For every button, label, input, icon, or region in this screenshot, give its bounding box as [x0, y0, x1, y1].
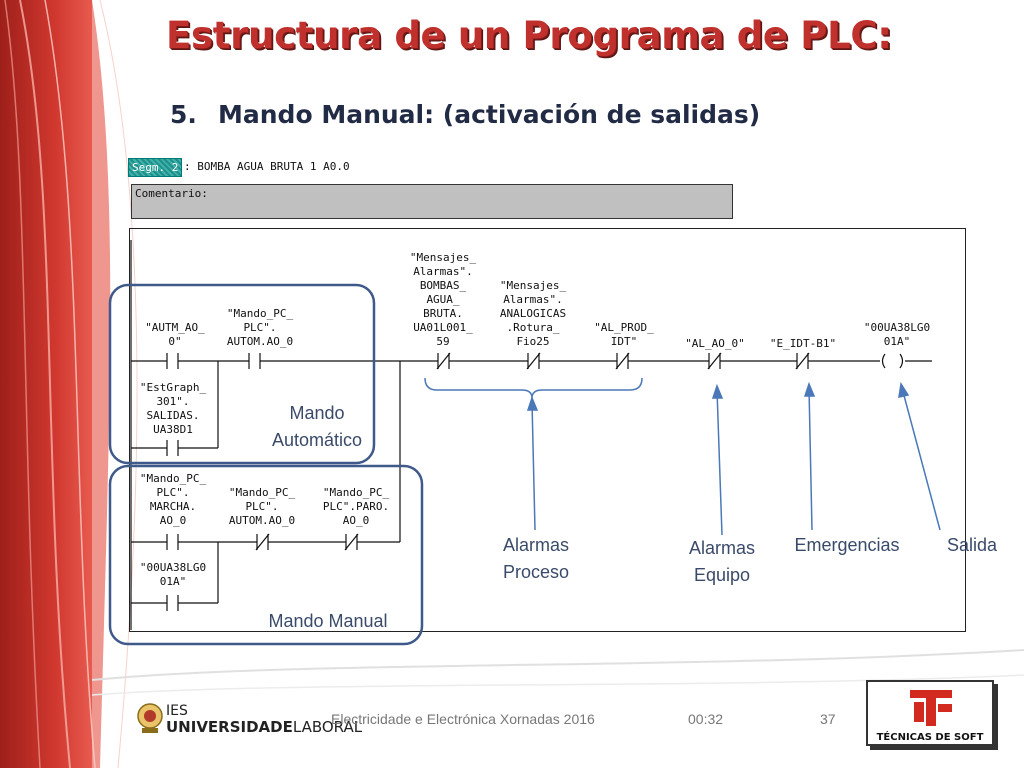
subtitle-number: 5. — [170, 100, 197, 129]
ladder-diagram-frame — [129, 228, 966, 632]
contact-estgraph-label: "EstGraph_ 301". SALIDAS. UA38D1 — [139, 381, 207, 436]
tecnicas-de-soft-logo: TÉCNICAS DE SOFT — [866, 680, 994, 746]
coil-output-label: "00UA38LG0 01A" — [863, 321, 931, 348]
segment-badge: Segm. 2 — [128, 158, 183, 177]
callout-alarmas-equipo: Alarmas Equipo — [688, 538, 755, 585]
tds-logo-text: TÉCNICAS DE SOFT — [876, 732, 984, 743]
tds-emblem-icon — [910, 690, 952, 726]
contact-marcha-label: "Mando_PC_ PLC". MARCHA. AO_0 — [139, 472, 207, 527]
slide-title: Estructura de un Programa de PLC: — [166, 14, 892, 57]
footer-page-number: 37 — [820, 711, 836, 727]
university-top: IES — [166, 703, 188, 719]
comment-box: Comentario: — [131, 184, 733, 219]
contact-al-prod-label: "AL_PROD_ IDT" — [594, 321, 654, 348]
contact-e-idt-label: "E_IDT-B1" — [769, 337, 837, 350]
callout-emergencias: Emergencias — [794, 535, 900, 555]
contact-al-ao-label: "AL_AO_0" — [685, 337, 745, 350]
callout-mando-manual: Mando Manual — [268, 611, 388, 631]
university-name: IES UNIVERSIDADELABORAL — [166, 703, 362, 735]
footer-center-text: Electricidade e Electrónica Xornadas 201… — [331, 711, 595, 727]
callout-mando-automatico: Mando Automático — [271, 403, 363, 450]
university-logo-icon — [137, 703, 163, 733]
footer-time: 00:32 — [688, 711, 724, 727]
contact-mando-autom-label: "Mando_PC_ PLC". AUTOM.AO_0 — [226, 307, 294, 348]
subtitle-text: Mando Manual: (activación de salidas) — [218, 100, 761, 129]
segment-title: : BOMBA AGUA BRUTA 1 A0.0 — [184, 160, 350, 173]
university-light: LABORAL — [292, 718, 363, 736]
callout-salida: Salida — [946, 535, 998, 555]
contact-mensajes-bombas-label: "Mensajes_ Alarmas". BOMBAS_ AGUA_ BRUTA… — [409, 251, 477, 348]
contact-autom-nc-label: "Mando_PC_ PLC". AUTOM.AO_0 — [228, 486, 296, 527]
contact-mensajes-analog-label: "Mensajes_ Alarmas". ANALOGICAS .Rotura_… — [499, 279, 567, 348]
contact-paro-label: "Mando_PC_ PLC".PARO. AO_0 — [322, 486, 390, 527]
comment-label: Comentario: — [135, 187, 208, 200]
university-bold: UNIVERSIDADE — [166, 718, 293, 736]
contact-self-hold-label: "00UA38LG0 01A" — [139, 561, 207, 588]
callout-alarmas-proceso: Alarmas Proceso — [502, 535, 570, 582]
contact-autm-label: "AUTM_AO_ 0" — [145, 321, 205, 348]
slide-subtitle: 5. Mando Manual: (activación de salidas) — [170, 100, 760, 129]
